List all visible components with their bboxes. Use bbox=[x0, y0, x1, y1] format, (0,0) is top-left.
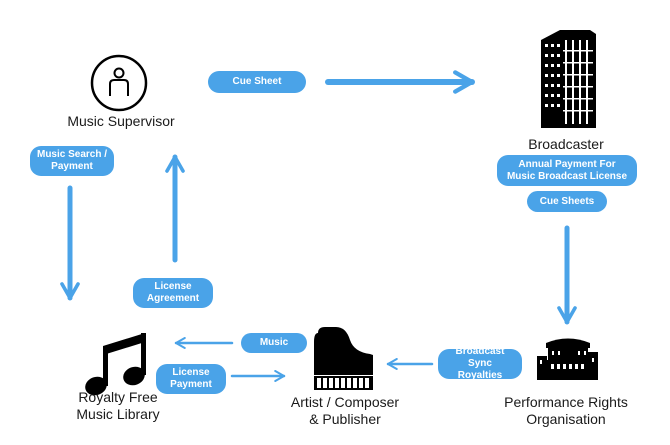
node-pro: Performance Rights Organisation bbox=[504, 394, 628, 428]
pill-license-agreement-line1: License bbox=[154, 281, 192, 292]
music-note-icon bbox=[85, 333, 146, 396]
theater-building-icon bbox=[537, 338, 598, 380]
node-royalty-free-line2: Music Library bbox=[76, 406, 160, 422]
pill-broadcast-sync-line2: Royalties bbox=[457, 370, 503, 381]
pill-music-label: Music bbox=[259, 337, 289, 348]
pill-music-search-line1: Music Search / bbox=[36, 149, 108, 160]
pill-annual-payment-line2: Music Broadcast License bbox=[506, 170, 628, 182]
node-music-supervisor: Music Supervisor bbox=[67, 113, 175, 129]
pill-music-search: Music Search / Payment bbox=[30, 146, 114, 176]
pill-license-payment: License Payment bbox=[156, 364, 226, 394]
building-icon bbox=[541, 30, 596, 128]
pill-cue-sheets: Cue Sheets bbox=[527, 191, 607, 212]
pill-music-search-line2: Payment bbox=[51, 161, 93, 172]
pill-broadcast-sync: Broadcast Sync Royalties bbox=[438, 346, 522, 381]
grand-piano-icon bbox=[314, 327, 373, 390]
person-icon bbox=[90, 54, 148, 112]
pill-music: Music bbox=[241, 333, 307, 353]
node-royalty-free-line1: Royalty Free bbox=[78, 389, 158, 405]
pill-cue-sheet-label: Cue Sheet bbox=[232, 76, 282, 87]
pill-annual-payment: Annual Payment For Music Broadcast Licen… bbox=[497, 155, 637, 186]
pill-cue-sheet: Cue Sheet bbox=[208, 71, 306, 93]
node-artist-line2: & Publisher bbox=[309, 411, 381, 427]
node-royalty-free: Royalty Free Music Library bbox=[76, 389, 159, 423]
pill-annual-payment-line1: Annual Payment For bbox=[518, 158, 616, 170]
pill-broadcast-sync-line1: Broadcast Sync bbox=[455, 346, 505, 369]
pill-cue-sheets-label: Cue Sheets bbox=[539, 195, 595, 207]
pill-license-payment-line1: License bbox=[172, 367, 210, 378]
pill-license-agreement: License Agreement bbox=[133, 278, 213, 308]
pill-license-payment-line2: Payment bbox=[170, 379, 212, 390]
node-broadcaster: Broadcaster bbox=[528, 136, 604, 152]
node-artist-line1: Artist / Composer bbox=[290, 394, 400, 410]
pill-license-agreement-line2: Agreement bbox=[146, 293, 200, 304]
node-pro-line1: Performance Rights bbox=[504, 394, 628, 410]
node-artist: Artist / Composer & Publisher bbox=[291, 394, 399, 428]
node-pro-line2: Organisation bbox=[526, 411, 606, 427]
